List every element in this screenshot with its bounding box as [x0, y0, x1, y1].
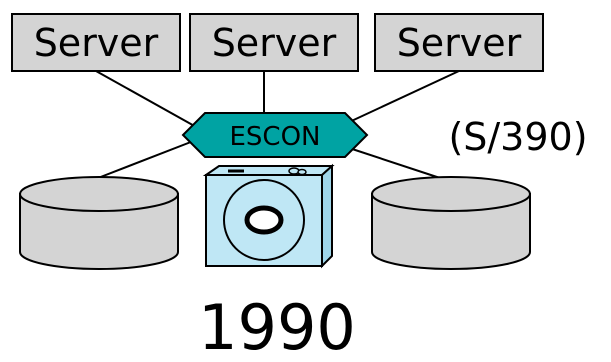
disk-cylinder-icon [19, 176, 179, 270]
tape-drive-icon [202, 163, 335, 269]
server-label-1: Server [34, 21, 159, 65]
server-box-1: Server [11, 13, 181, 72]
link-disk-right [339, 144, 441, 179]
server-label-2: Server [212, 21, 337, 65]
server-box-3: Server [374, 13, 544, 72]
connection-lines [95, 70, 460, 179]
year-caption: 1990 [198, 291, 356, 362]
escon-switch: ESCON [181, 112, 369, 158]
disk-cylinder-icon [371, 176, 531, 270]
link-server-3 [344, 70, 460, 125]
server-box-2: Server [189, 13, 359, 72]
link-disk-left [97, 139, 197, 179]
link-server-1 [95, 70, 199, 129]
server-label-3: Server [397, 21, 522, 65]
system-annotation: (S/390) [448, 115, 587, 159]
escon-label: ESCON [230, 122, 321, 152]
